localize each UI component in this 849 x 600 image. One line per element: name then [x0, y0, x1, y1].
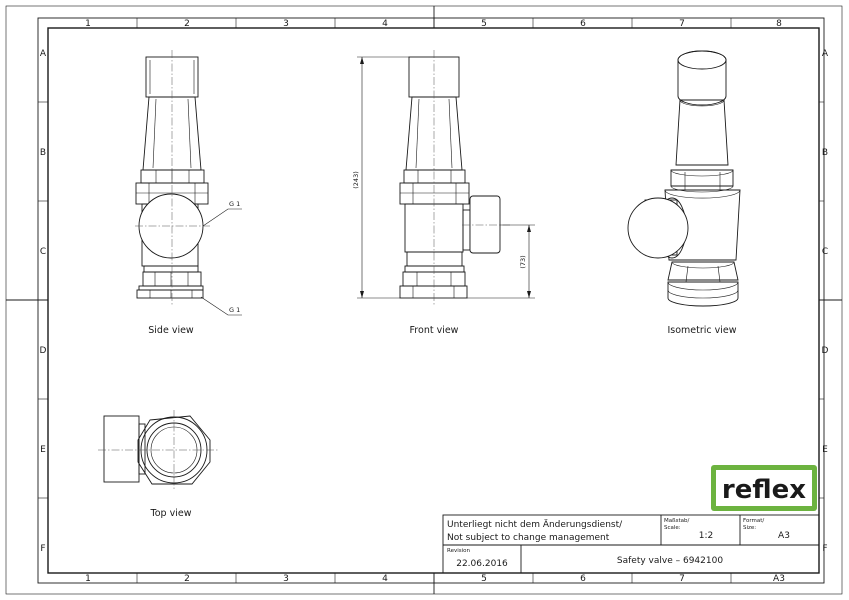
col-label-3: 3	[283, 19, 289, 29]
col-label-8: 8	[776, 19, 782, 29]
column-labels-bottom: 1 2 3 4 5 6 7 A3	[85, 574, 785, 584]
height-dimension: (243)	[352, 171, 360, 188]
col-label-6: 6	[580, 19, 586, 29]
isometric-view-drawing	[627, 50, 741, 307]
row-label-right-F: F	[822, 544, 827, 554]
revision-label: Revision	[447, 548, 470, 554]
col-label-bottom-5: 5	[481, 574, 487, 584]
col-label-5: 5	[481, 19, 487, 29]
front-view-label: Front view	[410, 325, 459, 336]
reflex-logo: reflex	[711, 465, 817, 511]
notice-de: Unterliegt nicht dem Änderungsdienst/	[447, 519, 623, 530]
format-label-de: Format/	[743, 518, 764, 524]
col-label-bottom-1: 1	[85, 574, 91, 584]
row-labels-left: A B C D E F	[40, 49, 47, 554]
row-label-E: E	[40, 445, 46, 455]
scale-label-de: Maßstab/	[664, 518, 689, 524]
row-label-D: D	[40, 346, 47, 356]
thread-label-top: G 1	[229, 200, 240, 208]
scale-value: 1:2	[699, 531, 713, 541]
row-label-B: B	[40, 148, 46, 158]
row-label-A: A	[40, 49, 47, 59]
logo-inner-panel	[716, 470, 812, 506]
top-view-drawing	[98, 410, 218, 490]
isometric-view-label: Isometric view	[667, 325, 736, 336]
notice-en: Not subject to change management	[447, 533, 610, 543]
col-label-1: 1	[85, 19, 91, 29]
outlet-height-dimension: (73)	[519, 255, 527, 268]
row-label-C: C	[40, 247, 46, 257]
col-label-2: 2	[184, 19, 190, 29]
centering-marks	[6, 6, 842, 594]
format-value: A3	[778, 531, 790, 541]
row-label-right-D: D	[822, 346, 829, 356]
row-label-right-E: E	[822, 445, 828, 455]
title-block	[442, 514, 820, 574]
scale-label-en: Scale:	[664, 525, 681, 531]
drawing-area	[47, 27, 820, 574]
sheet-size-label: A3	[773, 574, 785, 584]
drawing-title: Safety valve – 6942100	[617, 556, 723, 566]
top-view-label: Top view	[150, 508, 192, 519]
col-label-7: 7	[679, 19, 685, 29]
thread-label-bottom: G 1	[229, 306, 240, 314]
row-label-F: F	[40, 544, 45, 554]
col-label-bottom-3: 3	[283, 574, 289, 584]
col-label-4: 4	[382, 19, 388, 29]
col-label-bottom-7: 7	[679, 574, 685, 584]
revision-date: 22.06.2016	[456, 559, 508, 569]
col-label-bottom-6: 6	[580, 574, 586, 584]
logo-text: reflex	[722, 475, 806, 505]
side-view-label: Side view	[148, 325, 194, 336]
row-label-right-C: C	[822, 247, 828, 257]
row-label-right-B: B	[822, 148, 828, 158]
side-view-drawing	[135, 50, 242, 316]
row-dividers	[38, 101, 824, 499]
row-label-right-A: A	[822, 49, 829, 59]
zone-frame	[37, 17, 825, 584]
format-label-en: Size:	[743, 525, 756, 531]
col-label-bottom-2: 2	[184, 574, 190, 584]
column-labels-top: 1 2 3 4 5 6 7 8	[85, 19, 782, 29]
front-view-drawing	[357, 50, 535, 305]
row-labels-right: A B C D E F	[822, 49, 829, 554]
col-label-bottom-4: 4	[382, 574, 388, 584]
